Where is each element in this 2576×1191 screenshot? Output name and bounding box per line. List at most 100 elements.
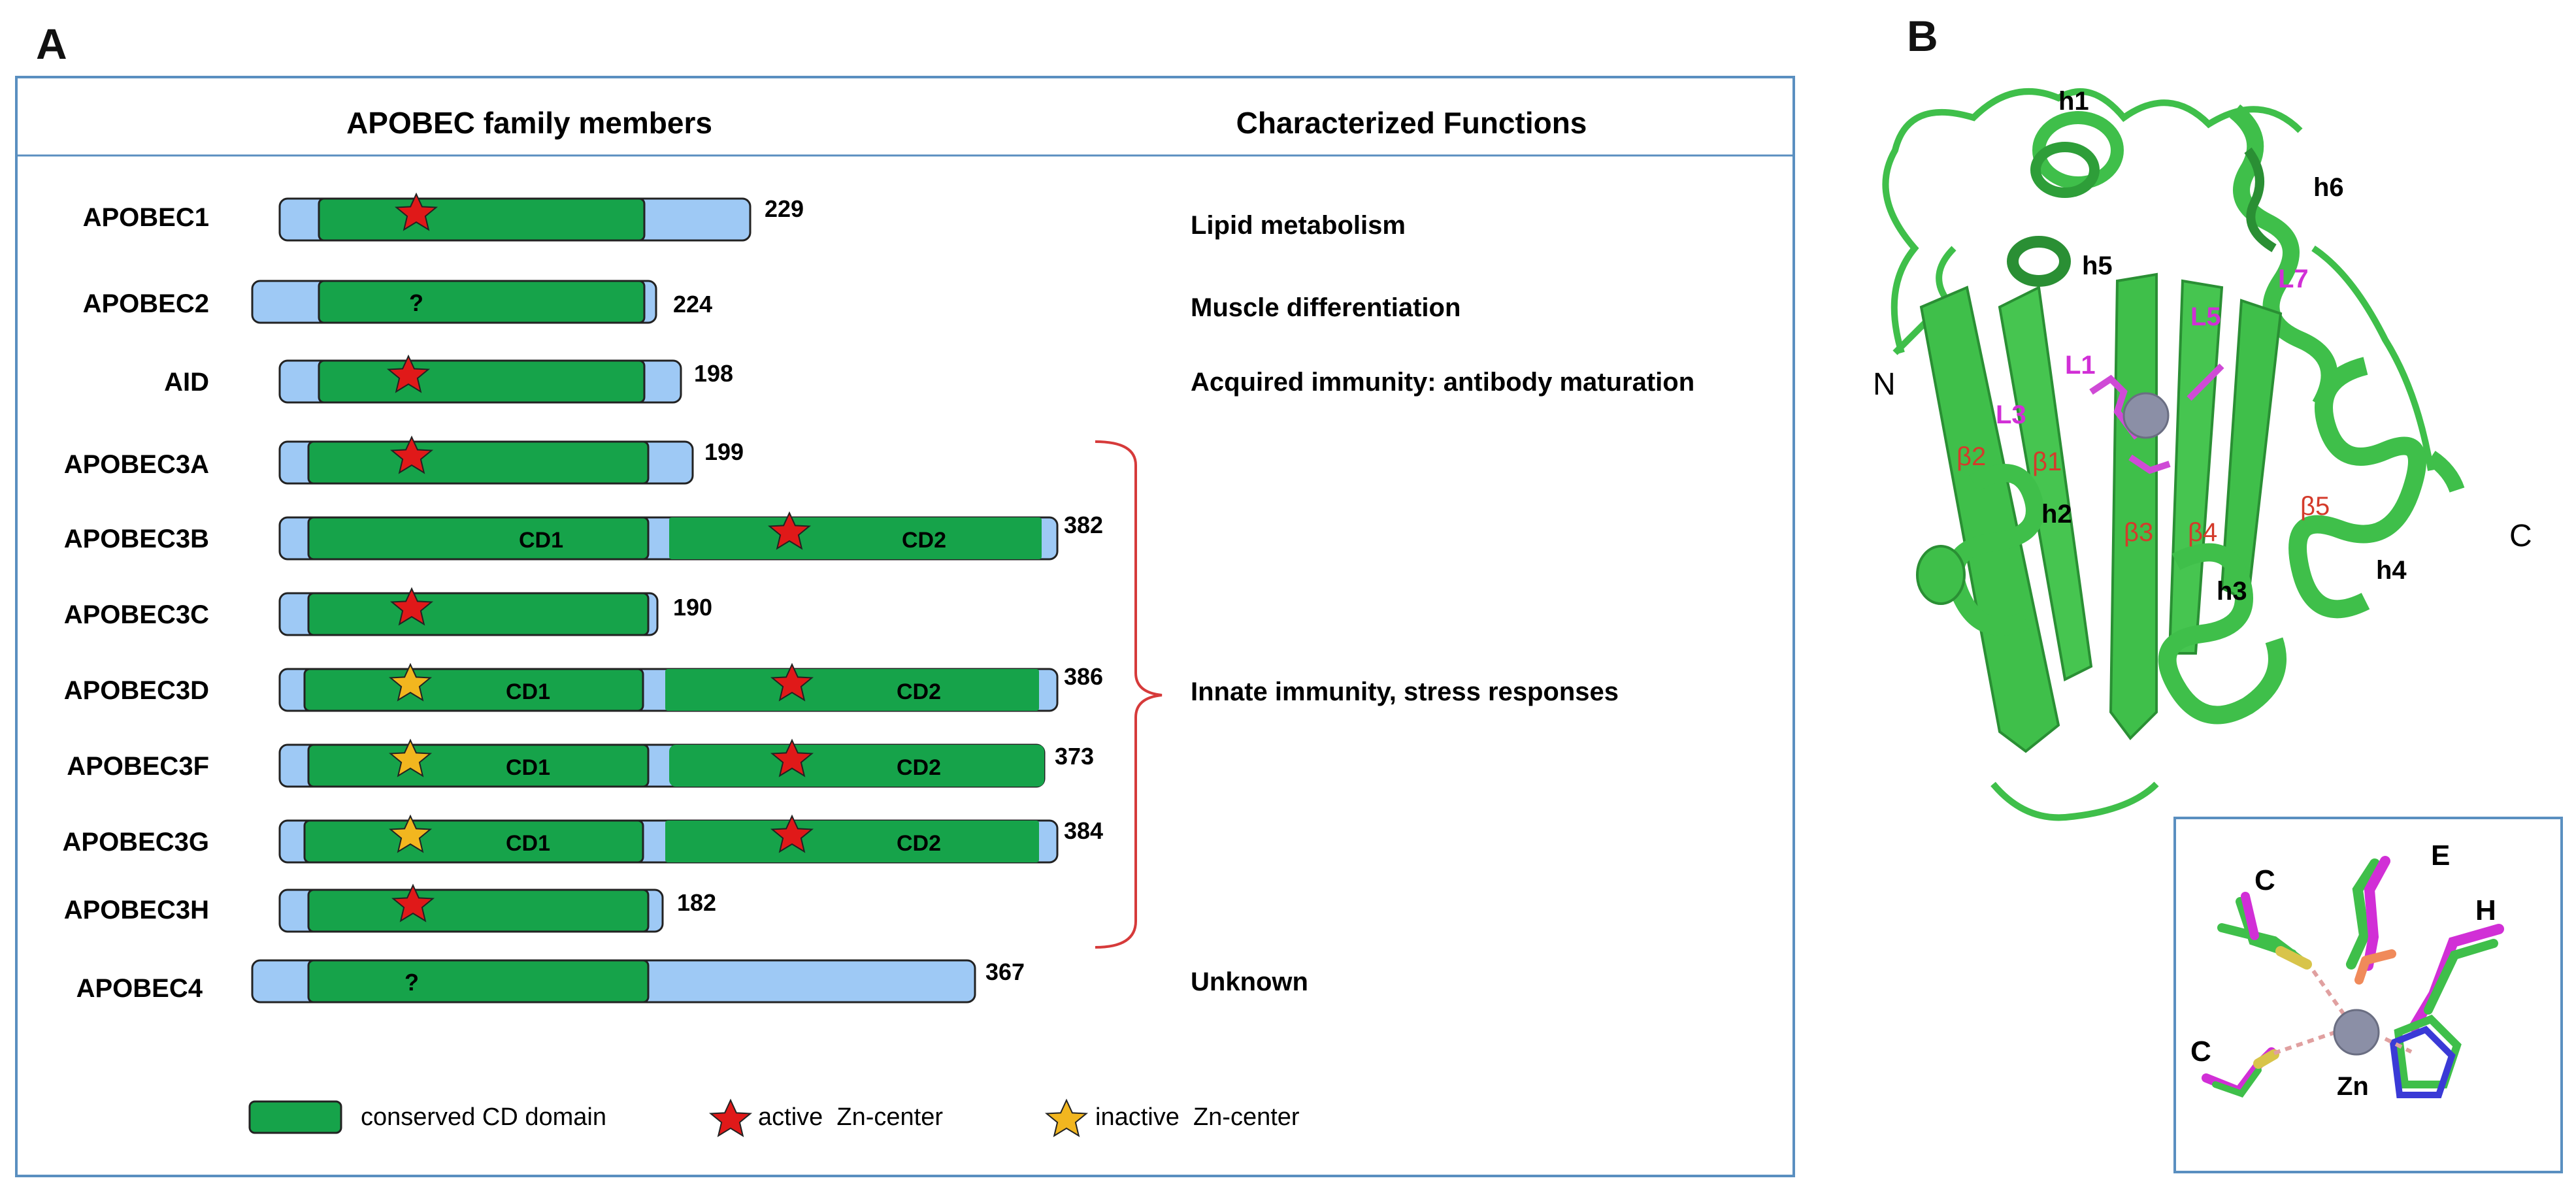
cd1-domain [303,819,644,864]
domain-label: CD1 [506,831,550,856]
protein-length: 373 [1055,743,1094,770]
helix-h1-turn [2030,142,2100,198]
row-apobec3c: APOBEC3C 190 [64,587,712,636]
inset-sulfur-top [2275,946,2312,970]
protein-name: APOBEC2 [83,289,209,318]
inset-label-zn: Zn [2337,1072,2369,1101]
header-functions: Characterized Functions [1236,106,1587,140]
active-zn-star [770,814,814,853]
cd-domain [307,889,650,933]
label-h6: h6 [2313,173,2344,202]
label-n-terminus: N [1873,367,1896,402]
strand-b4 [2168,279,2224,655]
protein-name: APOBEC3C [64,600,209,629]
cd-domain [318,197,646,242]
label-b5: β5 [2300,492,2330,521]
protein-ribbon-structure [1882,88,2465,821]
legend-inactive-label: inactive Zn-center [1095,1103,1300,1131]
protein-name: AID [164,368,209,397]
label-b1: β1 [2032,448,2062,476]
label-h4: h4 [2376,556,2407,585]
domain-label: ? [409,289,423,316]
function-acquired: Acquired immunity: antibody maturation [1191,368,1694,397]
domain-label: CD1 [506,679,550,704]
label-b2: β2 [1957,442,1986,471]
inset-residue-e-green [2346,858,2380,970]
protein-name: APOBEC3D [64,676,209,705]
active-zn-star [386,354,431,393]
header-family-members: APOBEC family members [346,106,712,140]
domain-label: CD2 [897,679,941,704]
inset-residue-c-bottom-green [2212,1067,2262,1098]
label-h2: h2 [2041,500,2072,529]
protein-name: APOBEC3B [64,525,209,553]
row-apobec1: APOBEC1 229 [83,192,804,242]
protein-length: 224 [673,291,712,318]
cd2-domain [669,745,1044,787]
label-l5: L5 [2190,302,2221,331]
cd2-domain [669,517,1042,559]
cd2-domain [665,821,1039,862]
helix-h6 [2229,104,2338,410]
helix-h5 [2007,236,2071,287]
function-unknown: Unknown [1191,968,1308,996]
protein-length: 367 [985,958,1025,985]
row-apobec3d: APOBEC3D CD1 CD2 386 [64,662,1103,712]
helix-h2 [1945,464,2044,636]
inset-residue-e-magenta [2363,856,2390,971]
cd2-domain [665,669,1039,711]
row-apobec3a: APOBEC3A 199 [64,435,744,485]
cd-domain [307,959,650,1003]
inset-sulfur-bottom [2253,1049,2279,1069]
label-l3: L3 [1996,400,2026,429]
legend-domain-swatch [248,1100,342,1134]
protein-length: 382 [1064,512,1103,538]
row-apobec3g: APOBEC3G CD1 CD2 384 [63,814,1103,864]
label-b4: β4 [2188,518,2217,547]
active-site-inset: C E H C Zn [2173,817,2563,1173]
protein-length: 386 [1064,663,1103,690]
protein-length: 182 [677,889,716,916]
helix-h4 [2288,357,2426,619]
panel-a-frame [15,76,1795,1177]
row-apobec4: APOBEC4 ? 367 [76,958,1025,1003]
legend-active-label: active Zn-center [758,1103,943,1131]
protein-name: APOBEC3H [64,896,209,924]
legend-inactive-star [1044,1098,1089,1137]
protein-name: APOBEC3A [64,450,209,479]
inactive-zn-star [388,814,433,853]
loop-right [2311,245,2434,471]
panel-a-letter: A [36,20,67,68]
cd-domain [318,280,646,324]
active-zn-star [770,738,814,777]
protein-name: APOBEC3F [67,752,209,781]
helix-h3 [2158,543,2287,725]
active-zn-star [389,587,434,626]
inset-residue-h-green [2424,939,2498,1015]
cd1-domain [303,668,644,712]
protein-name: APOBEC1 [83,203,209,232]
loop-bottom [1990,781,2159,821]
helix-h6-shade [2244,147,2277,253]
cd1-domain [307,516,650,561]
inset-coordination-bonds [2273,970,2413,1055]
inactive-zn-star [388,738,433,777]
panel-b-letter: B [1907,12,1938,60]
inset-zinc-ion [2333,1009,2380,1056]
helix-h1 [2032,111,2124,189]
strand-b1 [1998,285,2093,681]
inset-label-e: E [2431,840,2450,872]
label-b3: β3 [2124,518,2153,547]
row-aid: AID 198 [164,354,733,404]
domain-label: CD2 [902,528,946,553]
label-h3: h3 [2217,577,2247,606]
inset-residue-c-top-magenta [2241,892,2259,940]
label-l7: L7 [2278,265,2309,293]
active-zn-star [391,883,435,922]
active-zn-star [770,662,814,702]
inset-carboxylate [2354,949,2396,985]
label-c-terminus: C [2509,519,2532,553]
cd1-domain [307,743,650,788]
label-h5: h5 [2082,252,2113,280]
label-h1: h1 [2058,87,2089,116]
